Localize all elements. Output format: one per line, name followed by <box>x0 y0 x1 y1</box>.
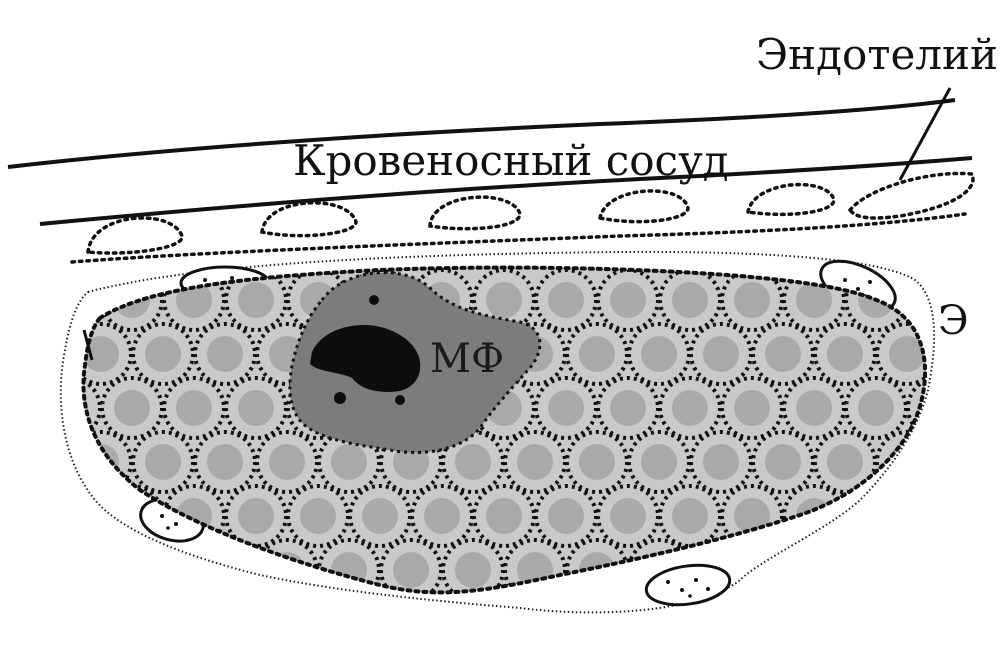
erythroblast-core <box>920 390 956 426</box>
erythroblast-border <box>815 540 875 600</box>
erythroblast-core <box>610 390 646 426</box>
erythroblast-border <box>71 540 131 600</box>
erythroblast-core <box>889 444 925 480</box>
erythroblast-core <box>579 336 615 372</box>
erythroblast-core <box>517 444 553 480</box>
erythroblast-core <box>486 282 522 318</box>
erythroblast-border <box>846 486 906 546</box>
erythroblast-core <box>734 390 770 426</box>
erythroblast-border <box>40 270 100 330</box>
erythroblast-core <box>238 390 274 426</box>
erythroblast-core <box>331 552 367 588</box>
erythroblast-core <box>176 390 212 426</box>
erythroblast-core <box>703 336 739 372</box>
erythroblast-core <box>610 282 646 318</box>
erythroblast-core <box>827 444 863 480</box>
erythroblast-core <box>455 444 491 480</box>
erythroblast-border <box>877 540 937 600</box>
erythroblast-core <box>207 552 243 588</box>
erythroblast-core <box>672 498 708 534</box>
erythroblast-core <box>796 282 832 318</box>
erythroblast-core <box>920 498 956 534</box>
erythroblast-core <box>238 498 274 534</box>
erythroblast-core <box>641 444 677 480</box>
erythroblast-core <box>765 444 801 480</box>
erythroblast-core <box>486 498 522 534</box>
label-mf: МФ <box>430 339 504 379</box>
erythroblast-core <box>145 336 181 372</box>
erythroblast-core <box>114 390 150 426</box>
erythroblast-border <box>133 540 193 600</box>
erythroblast-core <box>145 444 181 480</box>
erythroblast-core <box>796 390 832 426</box>
erythroblast-core <box>207 444 243 480</box>
erythroblast-core <box>548 390 584 426</box>
erythroblast-core <box>52 498 88 534</box>
erythroblast-core <box>455 552 491 588</box>
erythroblast-core <box>207 336 243 372</box>
erythroblast-core <box>641 336 677 372</box>
label-endothelium: Эндотелий <box>756 34 998 76</box>
erythroblast-core <box>424 498 460 534</box>
erythroblast-core <box>703 444 739 480</box>
erythroblast-border <box>40 486 100 546</box>
erythroblast-core <box>52 282 88 318</box>
erythroblast-core <box>331 444 367 480</box>
erythroblast-core <box>579 444 615 480</box>
erythroblast-core <box>269 444 305 480</box>
erythroblast-core <box>858 498 894 534</box>
erythroblast-border <box>195 540 255 600</box>
erythroblast-core <box>889 552 925 588</box>
label-blood-vessel: Кровеносный сосуд <box>293 140 729 182</box>
erythroblast-core <box>362 498 398 534</box>
label-e: Э <box>938 301 969 341</box>
erythroblast-core <box>734 282 770 318</box>
erythroblast-core <box>548 498 584 534</box>
erythroblast-core <box>145 552 181 588</box>
erythroblast-core <box>672 282 708 318</box>
erythroblast-core <box>672 390 708 426</box>
erythroblast-border <box>908 486 968 546</box>
erythroblast-border <box>753 540 813 600</box>
erythroblast-core <box>765 336 801 372</box>
erythroblast-core <box>858 390 894 426</box>
erythroblast-core <box>238 282 274 318</box>
erythroblast-core <box>827 552 863 588</box>
erythroblast-core <box>610 498 646 534</box>
erythroblast-core <box>548 282 584 318</box>
erythroblast-core <box>827 336 863 372</box>
erythroblast-core <box>393 552 429 588</box>
erythroblast-core <box>300 498 336 534</box>
erythroblast-core <box>83 552 119 588</box>
